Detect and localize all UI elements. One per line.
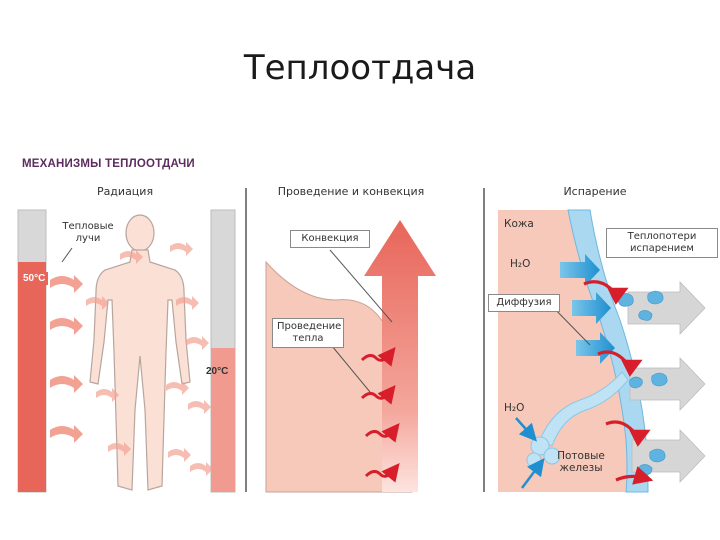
- hot-wall-temperature: 50°С: [20, 272, 49, 285]
- sweat-duct: [539, 371, 629, 447]
- cold-wall: [210, 209, 236, 493]
- conduction-heading: Проведение и конвекция: [277, 185, 425, 198]
- conduction-pointer: [331, 345, 371, 393]
- convection-pointer: [329, 249, 393, 323]
- slide-title: Теплоотдача: [243, 48, 477, 88]
- diffusion-arrows: [560, 254, 615, 364]
- evaporation-loss-arrows: [627, 281, 706, 483]
- sweat-glands-label: Потовые железы: [557, 450, 605, 474]
- water-flow-arrows: [515, 417, 545, 489]
- conduction-arrows: [360, 346, 400, 483]
- diffusion-label: Диффузия: [488, 294, 560, 312]
- water-label-top: H₂O: [510, 258, 531, 270]
- body-silhouette: [89, 214, 191, 491]
- heat-ray-arrows: [50, 242, 213, 476]
- heat-rays-label: Тепловые лучи: [62, 221, 114, 244]
- skin-tissue: [498, 210, 627, 492]
- hot-wall: [17, 209, 47, 493]
- convection-label: Конвекция: [290, 230, 370, 248]
- skin-label: Кожа: [504, 218, 534, 230]
- evaporation-heading: Испарение: [563, 185, 627, 198]
- heat-arrows: [583, 280, 654, 485]
- water-label-bottom: H₂O: [504, 402, 525, 414]
- heat-rays-pointer: [61, 247, 73, 263]
- figure-title: МЕХАНИЗМЫ ТЕПЛООТДАЧИ: [22, 158, 195, 170]
- evaporation-losses-label: Теплопотери испарением: [606, 228, 718, 258]
- conduction-label: Проведение тепла: [272, 318, 344, 348]
- cold-wall-temperature: 20°С: [206, 366, 229, 377]
- radiation-heading: Радиация: [96, 185, 154, 198]
